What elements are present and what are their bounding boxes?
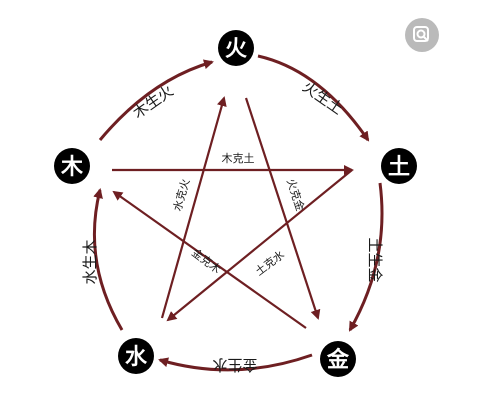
zoom-button[interactable]	[405, 18, 439, 52]
overcoming-star	[112, 96, 354, 329]
node-earth-circle	[381, 148, 417, 184]
arc-metal-to-water	[158, 353, 313, 372]
node-wood-label: 木	[60, 155, 84, 180]
label-fire-generates-earth: 火生土	[299, 78, 346, 119]
node-fire-label: 火	[225, 37, 247, 62]
label-earth-overcomes-water: 土克水	[253, 248, 287, 278]
node-metal-label: 金	[326, 347, 350, 373]
node-water: 水	[118, 338, 154, 374]
node-fire: 火	[218, 30, 254, 66]
node-fire-circle	[218, 30, 254, 66]
arc-water-to-wood	[92, 188, 124, 331]
line-fire-overcomes-metal	[244, 97, 321, 320]
node-metal-circle	[320, 341, 356, 377]
node-water-label: 水	[125, 345, 148, 370]
arc-wood-to-fire	[98, 59, 214, 141]
line-metal-overcomes-wood	[112, 190, 307, 329]
node-earth-label: 土	[388, 155, 410, 180]
arc-fire-to-earth	[257, 54, 370, 142]
label-water-generates-wood: 水生木	[81, 239, 99, 284]
label-wood-overcomes-earth: 木克土	[222, 152, 255, 165]
label-earth-generates-metal: 土生金	[366, 237, 384, 282]
line-water-overcomes-fire	[160, 96, 227, 319]
label-metal-overcomes-wood: 金克木	[189, 245, 224, 276]
label-metal-generates-water: 金生水	[212, 356, 257, 374]
node-metal: 金	[320, 341, 356, 377]
node-earth: 土	[381, 148, 417, 184]
generating-cycle	[92, 54, 384, 372]
arc-earth-to-metal	[348, 182, 384, 332]
node-wood-circle	[54, 148, 90, 184]
node-water-circle	[118, 338, 154, 374]
label-wood-generates-fire: 木生火	[130, 82, 177, 123]
label-water-overcomes-fire: 水克火	[171, 177, 193, 212]
label-fire-overcomes-metal: 火克金	[284, 177, 308, 213]
node-wood: 木	[54, 148, 90, 184]
line-earth-overcomes-water	[166, 169, 353, 322]
magnify-icon	[413, 26, 429, 42]
